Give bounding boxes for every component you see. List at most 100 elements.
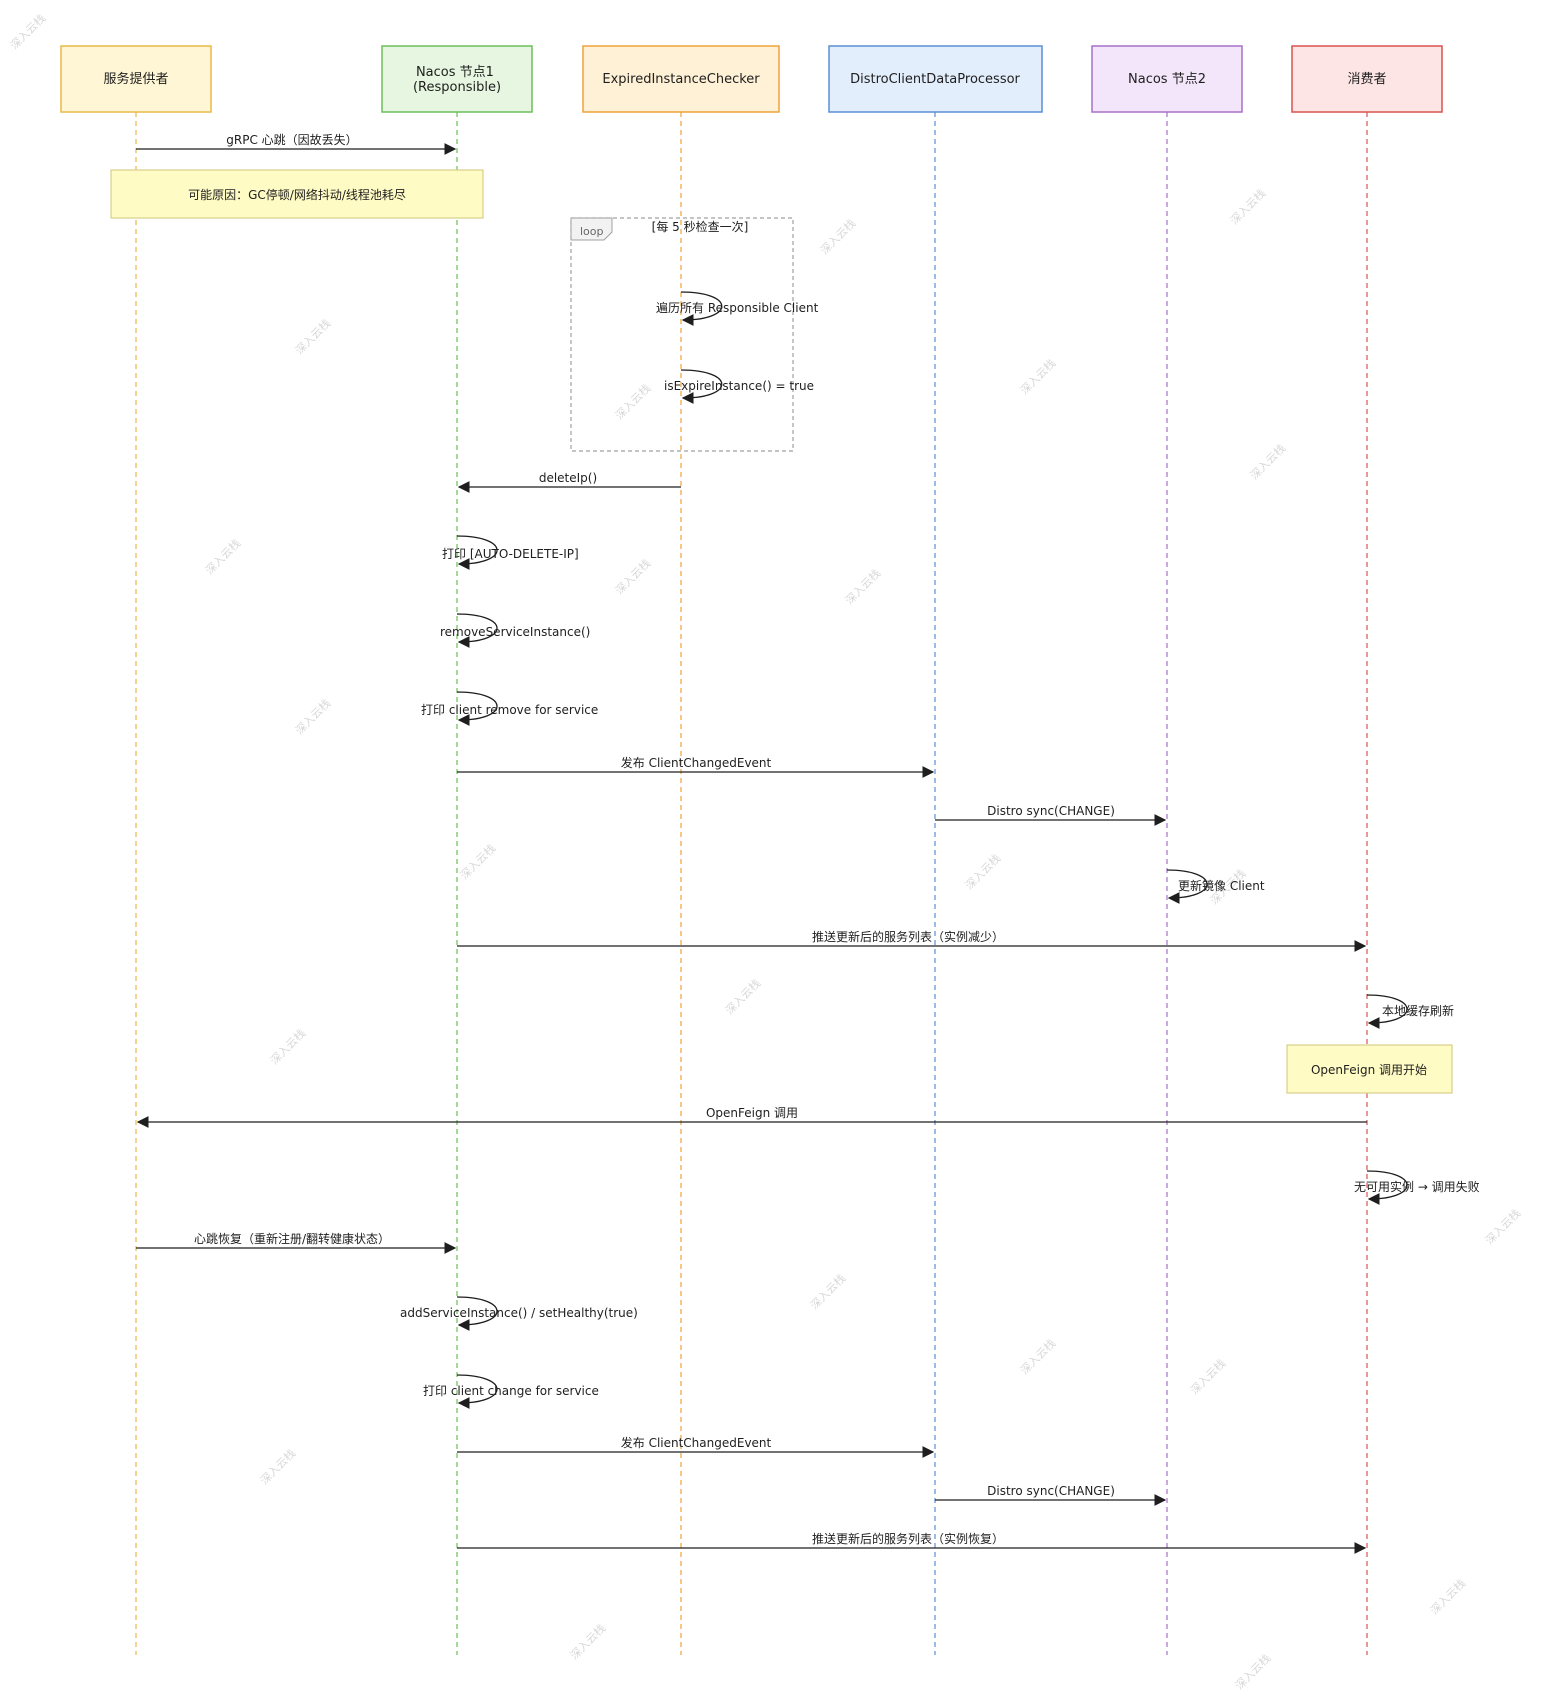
actor-distro-client-data-processor: DistroClientDataProcessor bbox=[828, 45, 1043, 113]
watermark: 深入云栈 bbox=[267, 1026, 308, 1067]
message-label: 打印 client change for service bbox=[423, 1384, 599, 1398]
message-no-available-instance: 无可用实例 → 调用失败 bbox=[1354, 1170, 1480, 1205]
self-loop-arrow bbox=[456, 1374, 498, 1409]
self-loop-arrow bbox=[456, 535, 498, 570]
message-openfeign-call: OpenFeign 调用 bbox=[136, 1106, 1367, 1128]
message-iterate-clients: 遍历所有 Responsible Client bbox=[656, 291, 819, 326]
note-box bbox=[110, 169, 484, 219]
message-update-mirror-client: 更新镜像 Client bbox=[1166, 869, 1265, 904]
message-label: OpenFeign 调用 bbox=[706, 1106, 798, 1120]
self-loop-arrow bbox=[456, 691, 498, 726]
message-label: Distro sync(CHANGE) bbox=[987, 1484, 1115, 1498]
actor-label: 服务提供者 bbox=[103, 71, 168, 87]
loop-condition: [每 5 秒检查一次] bbox=[652, 219, 749, 234]
message-delete-ip: deleteIp() bbox=[457, 471, 681, 493]
message-heartbeat-recovery: 心跳恢复（重新注册/翻转健康状态） bbox=[136, 1231, 457, 1254]
message-label: 推送更新后的服务列表（实例减少） bbox=[812, 929, 1004, 944]
note-label: 可能原因：GC停顿/网络抖动/线程池耗尽 bbox=[188, 187, 406, 202]
message-label: 推送更新后的服务列表（实例恢复） bbox=[812, 1531, 1004, 1546]
watermark: 深入云栈 bbox=[292, 696, 333, 737]
self-loop-arrow bbox=[456, 1296, 498, 1331]
actor-box bbox=[1091, 45, 1243, 113]
watermark: 深入云栈 bbox=[817, 216, 858, 257]
message-label: 发布 ClientChangedEvent bbox=[621, 1435, 772, 1450]
message-add-service-instance: addServiceInstance() / setHealthy(true) bbox=[400, 1296, 638, 1331]
actor-label-line2: (Responsible) bbox=[413, 80, 501, 95]
actor-consumer: 消费者 bbox=[1291, 45, 1443, 113]
actor-label: 消费者 bbox=[1347, 72, 1386, 87]
watermark: 深入云栈 bbox=[7, 11, 48, 52]
note-box bbox=[1286, 1044, 1453, 1094]
actor-box bbox=[582, 45, 780, 113]
watermark: 深入云栈 bbox=[202, 536, 243, 577]
message-push-service-list-restored: 推送更新后的服务列表（实例恢复） bbox=[457, 1531, 1367, 1554]
message-label: 更新镜像 Client bbox=[1178, 878, 1265, 893]
message-label: gRPC 心跳（因故丢失） bbox=[226, 132, 357, 147]
message-distro-sync: Distro sync(CHANGE) bbox=[935, 804, 1167, 826]
watermark: 深入云栈 bbox=[457, 841, 498, 882]
note-possible-cause: 可能原因：GC停顿/网络抖动/线程池耗尽 bbox=[110, 169, 484, 219]
watermark: 深入云栈 bbox=[1227, 186, 1268, 227]
watermark: 深入云栈 bbox=[842, 566, 883, 607]
watermark: 深入云栈 bbox=[1232, 1651, 1273, 1692]
actor-box bbox=[828, 45, 1043, 113]
actor-label: DistroClientDataProcessor bbox=[850, 72, 1020, 87]
actor-label-line1: Nacos 节点1 bbox=[416, 65, 494, 80]
message-publish-client-changed-event: 发布 ClientChangedEvent bbox=[457, 755, 935, 778]
watermark: 深入云栈 bbox=[1247, 441, 1288, 482]
message-push-service-list-reduced: 推送更新后的服务列表（实例减少） bbox=[457, 929, 1367, 952]
loop-frame: loop [每 5 秒检查一次] bbox=[570, 217, 794, 452]
watermark: 深入云栈 bbox=[1017, 1336, 1058, 1377]
actor-label: Nacos 节点1 (Responsible) bbox=[413, 65, 501, 95]
note-openfeign-start: OpenFeign 调用开始 bbox=[1286, 1044, 1453, 1094]
message-label: 发布 ClientChangedEvent bbox=[621, 755, 772, 770]
message-label: 本地缓存刷新 bbox=[1382, 1003, 1454, 1018]
message-grpc-heartbeat: gRPC 心跳（因故丢失） bbox=[136, 132, 457, 155]
message-label: deleteIp() bbox=[539, 471, 597, 485]
watermark: 深入云栈 bbox=[567, 1621, 608, 1662]
message-distro-sync-2: Distro sync(CHANGE) bbox=[935, 1484, 1167, 1506]
watermark: 深入云栈 bbox=[1427, 1576, 1468, 1617]
watermark: 深入云栈 bbox=[292, 316, 333, 357]
watermark: 深入云栈 bbox=[1017, 356, 1058, 397]
watermark: 深入云栈 bbox=[807, 1271, 848, 1312]
watermark: 深入云栈 bbox=[722, 976, 763, 1017]
message-publish-client-changed-event-2: 发布 ClientChangedEvent bbox=[457, 1435, 935, 1458]
watermark: 深入云栈 bbox=[612, 556, 653, 597]
actor-provider: 服务提供者 bbox=[60, 45, 212, 113]
self-loop-arrow bbox=[456, 613, 498, 648]
actor-label: ExpiredInstanceChecker bbox=[602, 72, 760, 87]
message-label: 打印 client remove for service bbox=[421, 703, 598, 717]
message-remove-service-instance: removeServiceInstance() bbox=[440, 613, 590, 648]
message-label: 遍历所有 Responsible Client bbox=[656, 301, 819, 315]
message-is-expire-instance: isExpireInstance() = true bbox=[664, 369, 814, 404]
message-print-auto-delete-ip: 打印 [AUTO-DELETE-IP] bbox=[442, 535, 579, 570]
actor-label: Nacos 节点2 bbox=[1128, 72, 1206, 87]
actor-nacos-node2: Nacos 节点2 bbox=[1091, 45, 1243, 113]
message-local-cache-refresh: 本地缓存刷新 bbox=[1366, 994, 1454, 1029]
actor-box bbox=[1291, 45, 1443, 113]
actor-box bbox=[60, 45, 212, 113]
watermark: 深入云栈 bbox=[1482, 1206, 1523, 1247]
self-loop-arrow bbox=[680, 369, 723, 404]
self-loop-arrow bbox=[680, 291, 723, 326]
self-loop-arrow bbox=[1166, 869, 1208, 904]
message-label: 心跳恢复（重新注册/翻转健康状态） bbox=[194, 1231, 390, 1246]
watermark: 深入云栈 bbox=[962, 851, 1003, 892]
message-label: 打印 [AUTO-DELETE-IP] bbox=[442, 547, 579, 561]
self-loop-arrow bbox=[1366, 1170, 1408, 1205]
actor-box bbox=[381, 45, 533, 113]
loop-tag: loop bbox=[580, 225, 604, 238]
loop-box bbox=[570, 217, 794, 452]
actor-nacos-node1: Nacos 节点1 (Responsible) bbox=[381, 45, 533, 113]
watermark: 深入云栈 bbox=[1187, 1356, 1228, 1397]
message-label: 无可用实例 → 调用失败 bbox=[1354, 1179, 1480, 1194]
watermark: 深入云栈 bbox=[257, 1446, 298, 1487]
message-print-client-change: 打印 client change for service bbox=[423, 1374, 599, 1409]
watermark: 深入云栈 bbox=[612, 381, 653, 422]
self-loop-arrow bbox=[1366, 994, 1408, 1029]
message-label: removeServiceInstance() bbox=[440, 625, 590, 639]
message-label: isExpireInstance() = true bbox=[664, 379, 814, 393]
message-print-client-remove: 打印 client remove for service bbox=[421, 691, 598, 726]
